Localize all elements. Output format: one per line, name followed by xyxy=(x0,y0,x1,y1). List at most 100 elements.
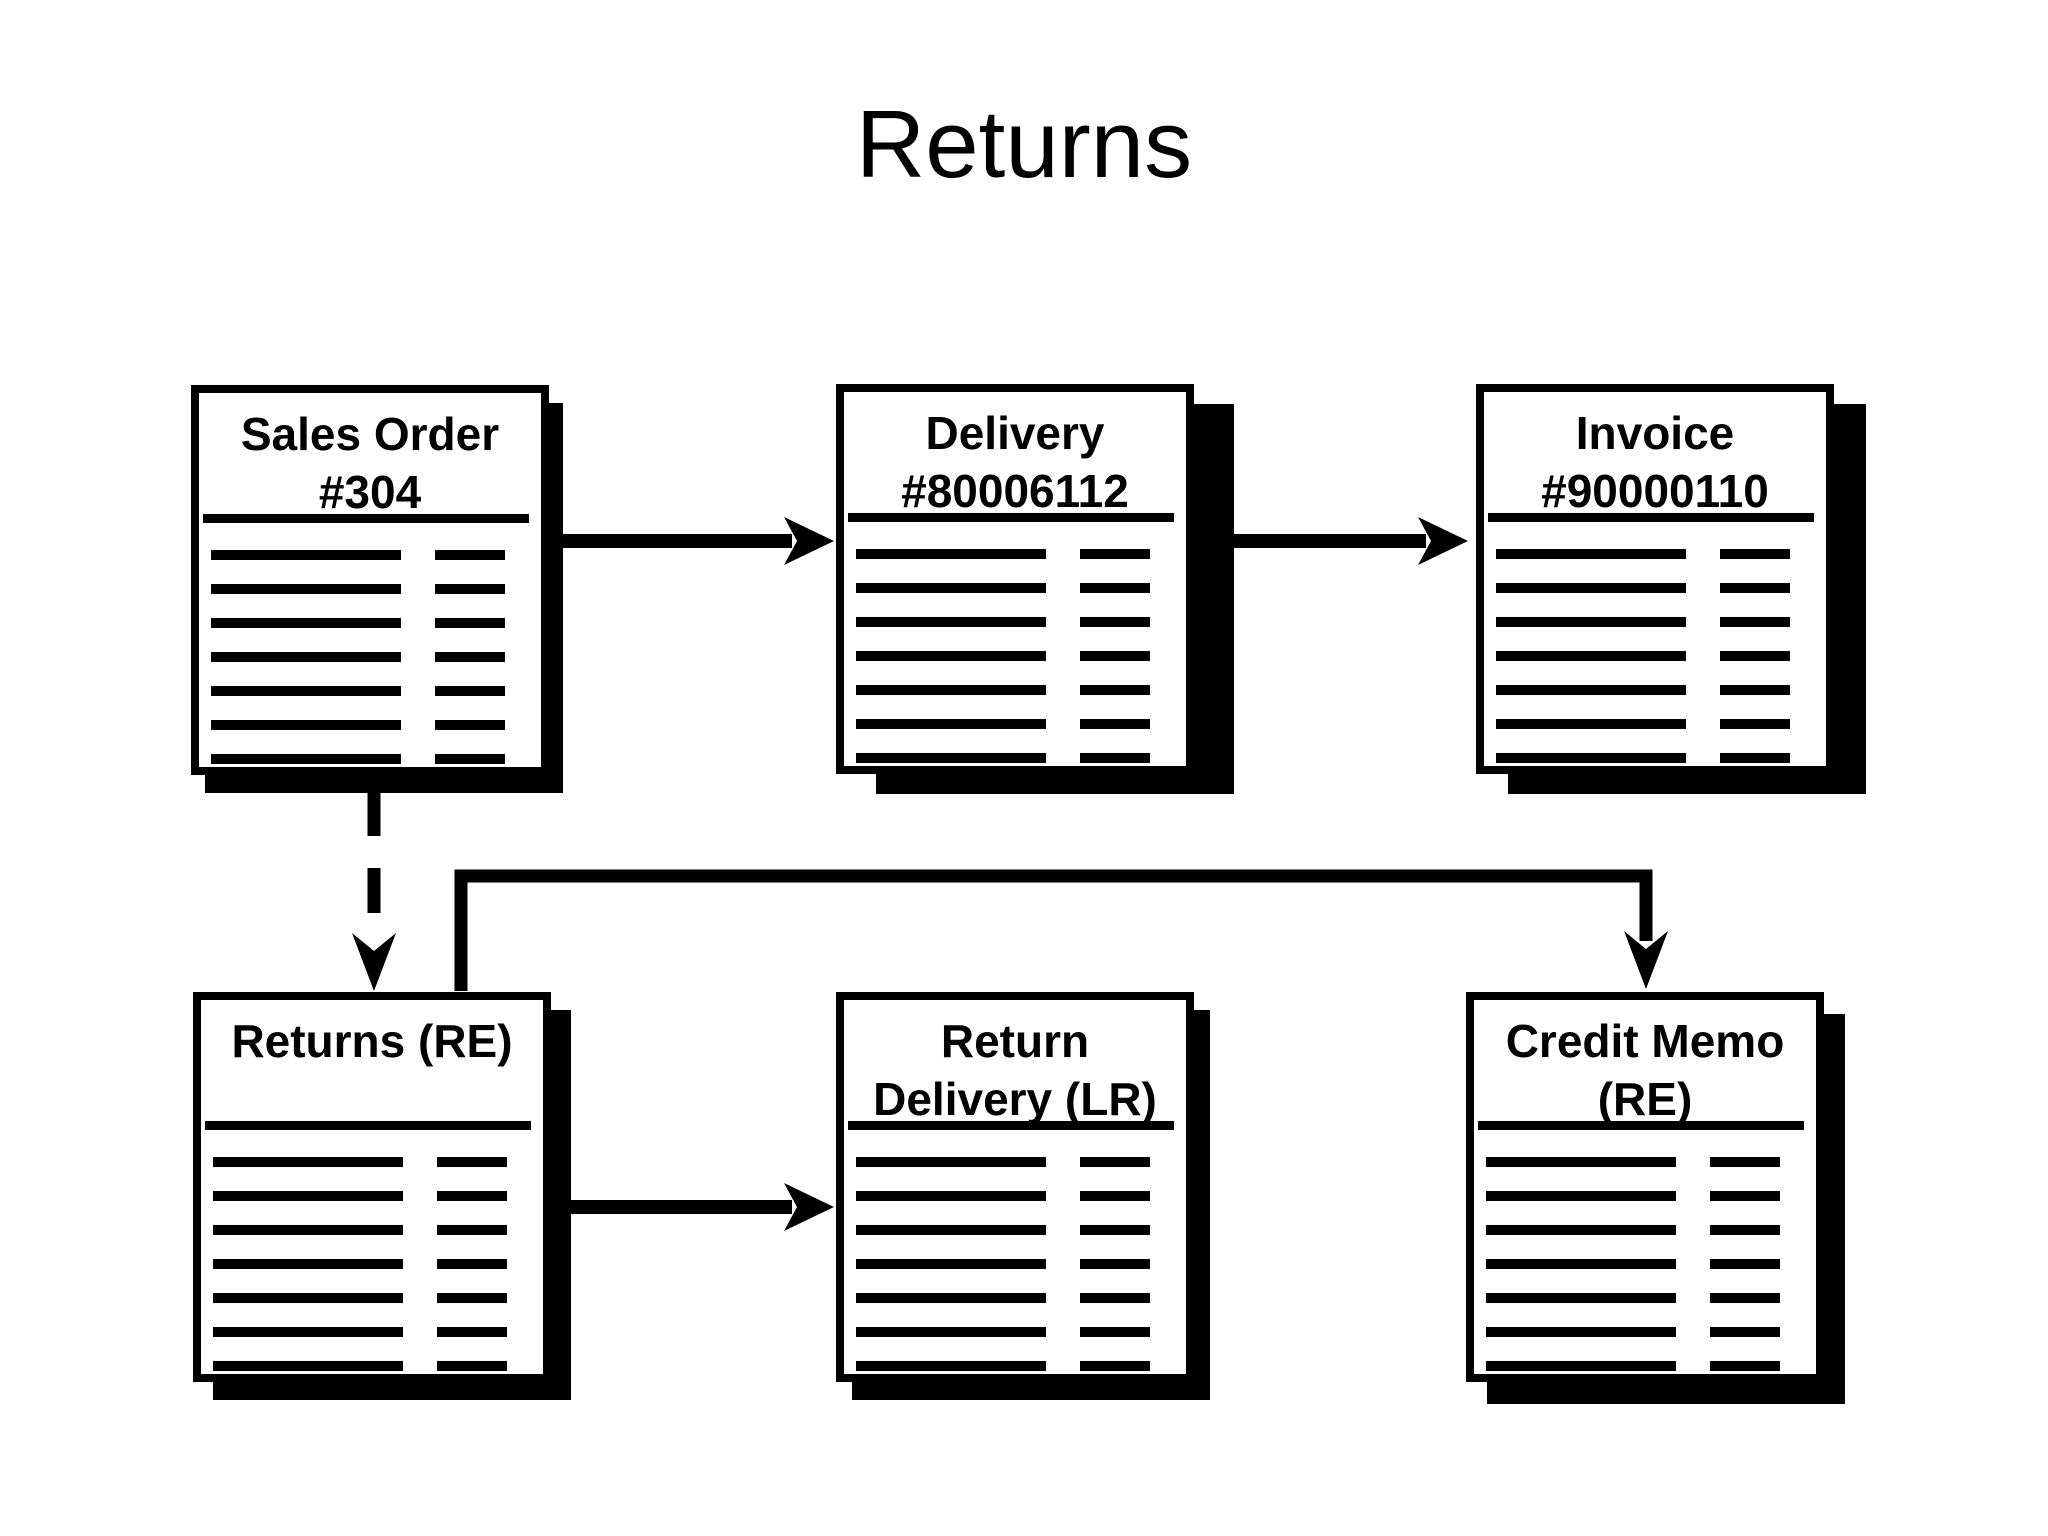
doc-line-short xyxy=(437,1361,507,1371)
doc-line-short xyxy=(1710,1293,1780,1303)
doc-line-row xyxy=(201,1259,543,1293)
doc-line-row xyxy=(844,1157,1186,1191)
doc-line-long xyxy=(213,1327,403,1337)
doc-line-row xyxy=(1484,685,1826,719)
doc-title-underline xyxy=(848,513,1174,522)
doc-line-long xyxy=(1496,753,1686,763)
doc-title: Invoice #90000110 xyxy=(1484,404,1826,520)
doc-line-short xyxy=(1720,753,1790,763)
doc-line-short xyxy=(435,652,505,662)
doc-line-short xyxy=(437,1157,507,1167)
doc-line-long xyxy=(1486,1225,1676,1235)
diagram-title: Returns xyxy=(855,91,1193,198)
doc-line-row xyxy=(844,685,1186,719)
doc-line-long xyxy=(856,1191,1046,1201)
arrowhead-down-icon xyxy=(1624,931,1668,989)
doc-line-short xyxy=(435,618,505,628)
doc-body-lines xyxy=(1484,549,1826,787)
doc-line-long xyxy=(211,720,401,730)
doc-line-long xyxy=(856,753,1046,763)
doc-title-line2: #80006112 xyxy=(901,465,1129,517)
doc-line-short xyxy=(1720,651,1790,661)
doc-line-row xyxy=(1474,1361,1816,1395)
doc-line-row xyxy=(199,652,541,686)
doc-line-row xyxy=(199,618,541,652)
doc-line-row xyxy=(844,1259,1186,1293)
arrow-returns-to-return-delivery xyxy=(560,1183,834,1231)
doc-line-long xyxy=(1496,549,1686,559)
doc-line-long xyxy=(213,1157,403,1167)
doc-line-long xyxy=(211,754,401,764)
doc-title: Returns (RE) xyxy=(201,1012,543,1070)
doc-line-row xyxy=(201,1361,543,1395)
doc-title-underline xyxy=(848,1121,1174,1130)
doc-line-short xyxy=(435,550,505,560)
doc-line-long xyxy=(1496,617,1686,627)
doc-line-long xyxy=(856,617,1046,627)
doc-title-underline xyxy=(1478,1121,1804,1130)
doc-line-row xyxy=(199,686,541,720)
doc-line-short xyxy=(1710,1191,1780,1201)
doc-line-short xyxy=(1080,1225,1150,1235)
doc-line-row xyxy=(844,1191,1186,1225)
doc-sales-order: Sales Order #304 xyxy=(191,385,563,793)
doc-line-row xyxy=(201,1157,543,1191)
doc-line-row xyxy=(1484,583,1826,617)
arrow-delivery-to-invoice xyxy=(1232,517,1468,565)
doc-line-short xyxy=(1080,753,1150,763)
doc-line-short xyxy=(437,1293,507,1303)
doc-line-short xyxy=(1720,617,1790,627)
doc-title-line2: #304 xyxy=(318,466,422,518)
doc-line-long xyxy=(856,1225,1046,1235)
doc-title: Sales Order #304 xyxy=(199,405,541,521)
doc-line-short xyxy=(1720,549,1790,559)
doc-line-long xyxy=(1486,1157,1676,1167)
doc-line-long xyxy=(211,652,401,662)
doc-title: Return Delivery (LR) xyxy=(844,1012,1186,1128)
doc-line-long xyxy=(1486,1259,1676,1269)
doc-body-lines xyxy=(844,549,1186,787)
doc-line-long xyxy=(856,549,1046,559)
doc-body-lines xyxy=(844,1157,1186,1395)
doc-line-short xyxy=(1720,583,1790,593)
doc-line-short xyxy=(1710,1327,1780,1337)
doc-body-lines xyxy=(199,550,541,788)
doc-line-short xyxy=(1710,1157,1780,1167)
doc-line-short xyxy=(1710,1361,1780,1371)
doc-line-short xyxy=(1080,685,1150,695)
arrow-sales-order-to-delivery xyxy=(556,517,834,565)
doc-line-short xyxy=(1080,1293,1150,1303)
doc-title-line1: Return xyxy=(940,1015,1090,1067)
doc-body-lines xyxy=(201,1157,543,1395)
doc-line-long xyxy=(213,1259,403,1269)
doc-title-line1: Returns (RE) xyxy=(231,1015,513,1067)
doc-line-long xyxy=(1486,1327,1676,1337)
doc-line-row xyxy=(844,1225,1186,1259)
doc-line-row xyxy=(1474,1259,1816,1293)
doc-line-long xyxy=(856,685,1046,695)
doc-body-lines xyxy=(1474,1157,1816,1395)
doc-line-long xyxy=(1496,651,1686,661)
doc-line-long xyxy=(1486,1361,1676,1371)
doc-line-row xyxy=(199,754,541,788)
arrowhead-right-icon xyxy=(1418,517,1468,565)
doc-line-short xyxy=(1080,549,1150,559)
doc-title-line1: Credit Memo xyxy=(1505,1015,1785,1067)
doc-title-line1: Sales Order xyxy=(240,408,500,460)
doc-line-row xyxy=(1484,549,1826,583)
doc-line-row xyxy=(199,584,541,618)
doc-line-short xyxy=(435,720,505,730)
doc-line-row xyxy=(201,1327,543,1361)
doc-title-underline xyxy=(205,1121,531,1130)
doc-line-short xyxy=(1080,651,1150,661)
doc-title-line2: (RE) xyxy=(1597,1073,1693,1125)
doc-line-short xyxy=(1080,1361,1150,1371)
doc-line-long xyxy=(856,1327,1046,1337)
doc-line-long xyxy=(856,583,1046,593)
doc-line-long xyxy=(211,618,401,628)
doc-line-short xyxy=(1080,617,1150,627)
doc-line-short xyxy=(437,1259,507,1269)
doc-line-short xyxy=(437,1225,507,1235)
